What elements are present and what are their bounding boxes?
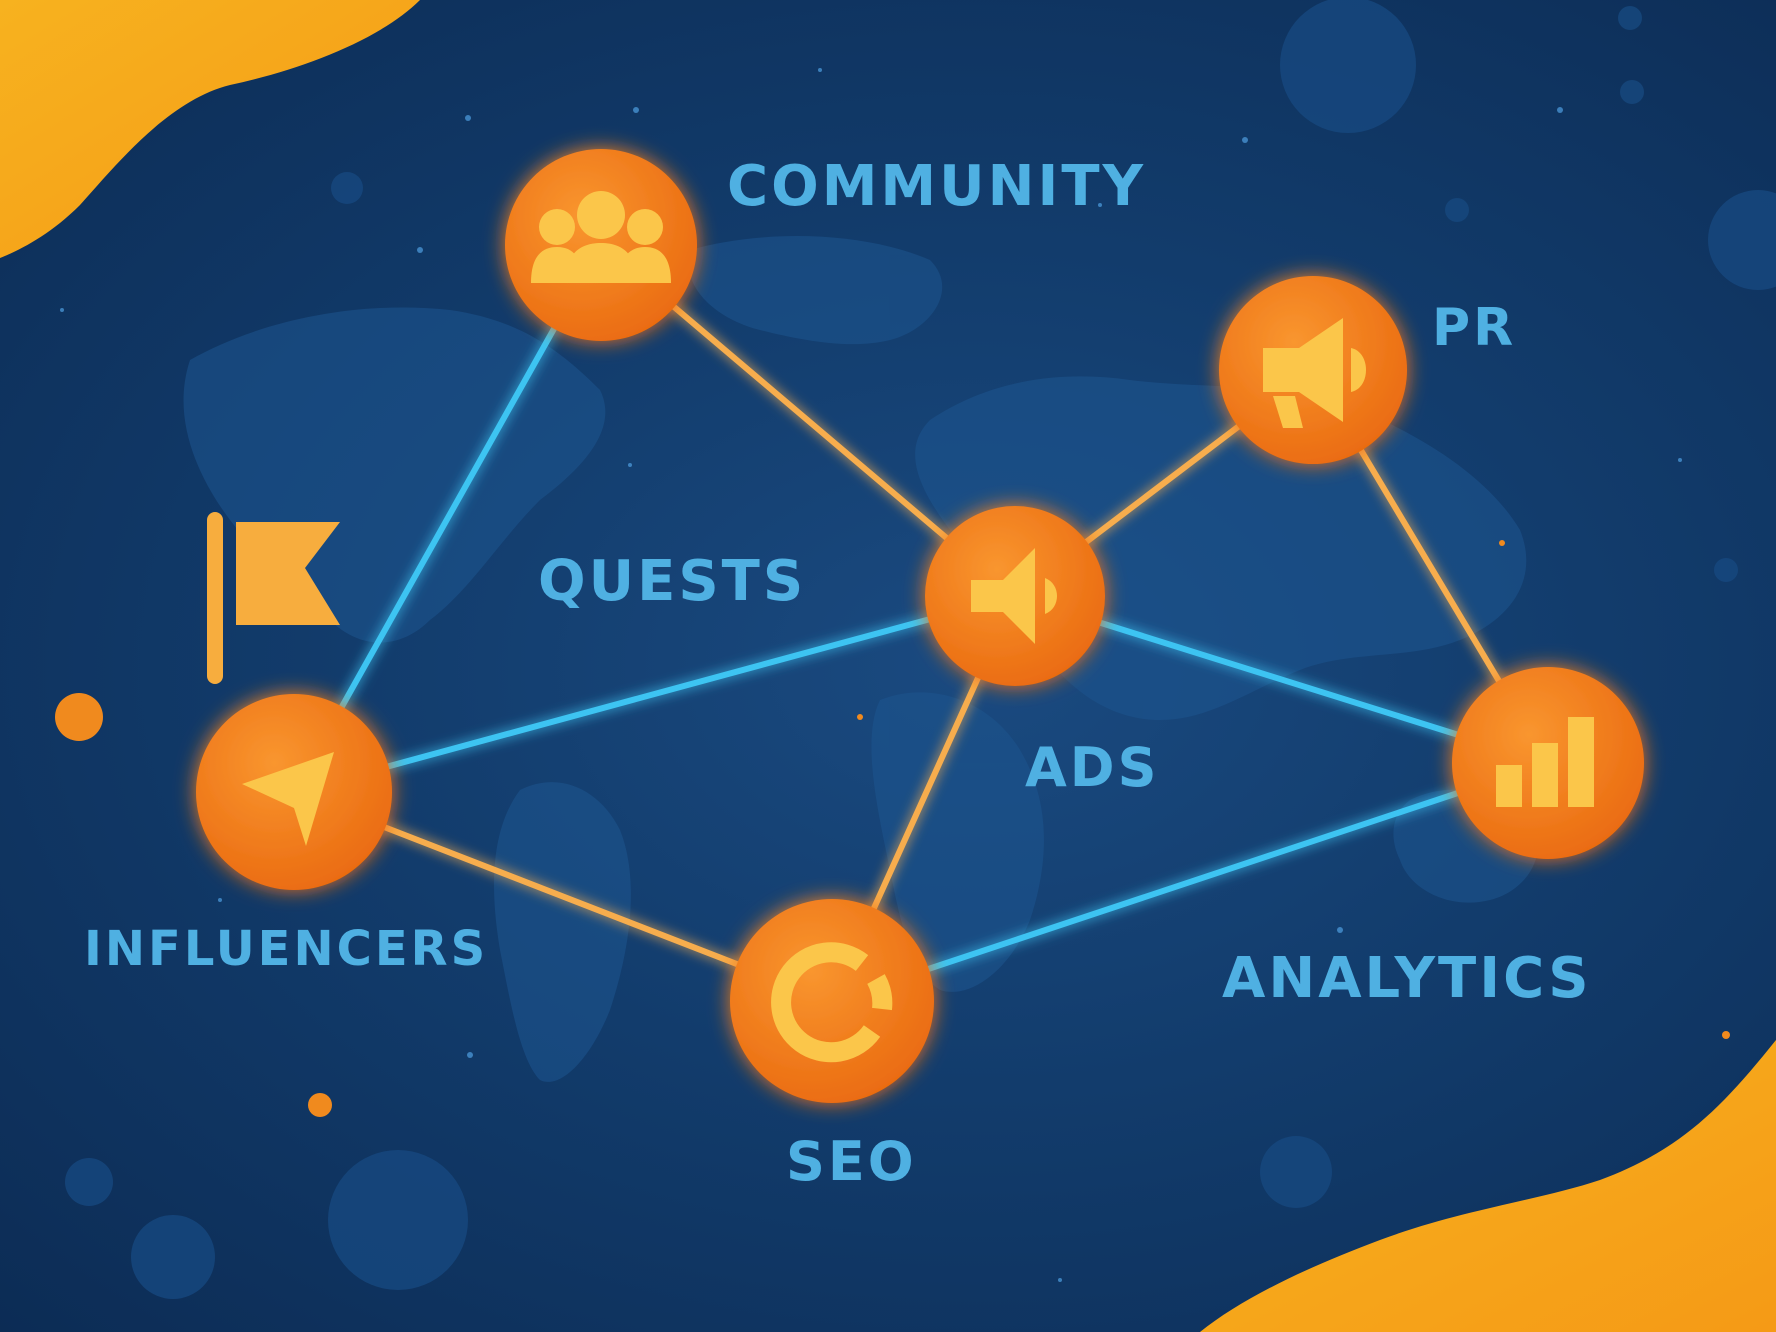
label-community: COMMUNITY: [727, 154, 1146, 219]
label-seo: SEO: [786, 1130, 917, 1193]
node-pr: [1219, 276, 1407, 464]
label-analytics: ANALYTICS: [1222, 946, 1592, 1011]
node-community: [505, 149, 697, 341]
label-influencers: INFLUENCERS: [84, 921, 488, 977]
megaphone-icon: [1263, 318, 1366, 428]
corner-blob-bottom-right: [1200, 1040, 1776, 1332]
edge-ads-influencers: [291, 593, 1018, 795]
speaker-icon: [971, 548, 1057, 644]
bar-chart-icon: [1496, 717, 1594, 807]
background-bubbles: [65, 0, 1776, 1299]
node-seo: [730, 899, 934, 1103]
edge-community-influencers: [291, 242, 604, 795]
node-analytics: [1452, 667, 1644, 859]
label-quests: QUESTS: [538, 549, 806, 614]
send-arrow-icon: [242, 752, 334, 846]
background-stars: [60, 68, 1682, 1282]
accent-dots: [55, 540, 1730, 1117]
label-ads: ADS: [1025, 736, 1160, 799]
node-circle-seo: [730, 899, 934, 1103]
label-pr: PR: [1432, 298, 1516, 358]
corner-blob-top-left: [0, 0, 420, 258]
node-ads: [925, 506, 1105, 686]
ring-icon: [771, 942, 893, 1063]
edge-seo-analytics: [829, 760, 1551, 1004]
node-layer: [196, 149, 1644, 1103]
node-influencers: [196, 694, 392, 890]
people-icon: [531, 191, 671, 283]
flag-icon: [207, 512, 340, 684]
